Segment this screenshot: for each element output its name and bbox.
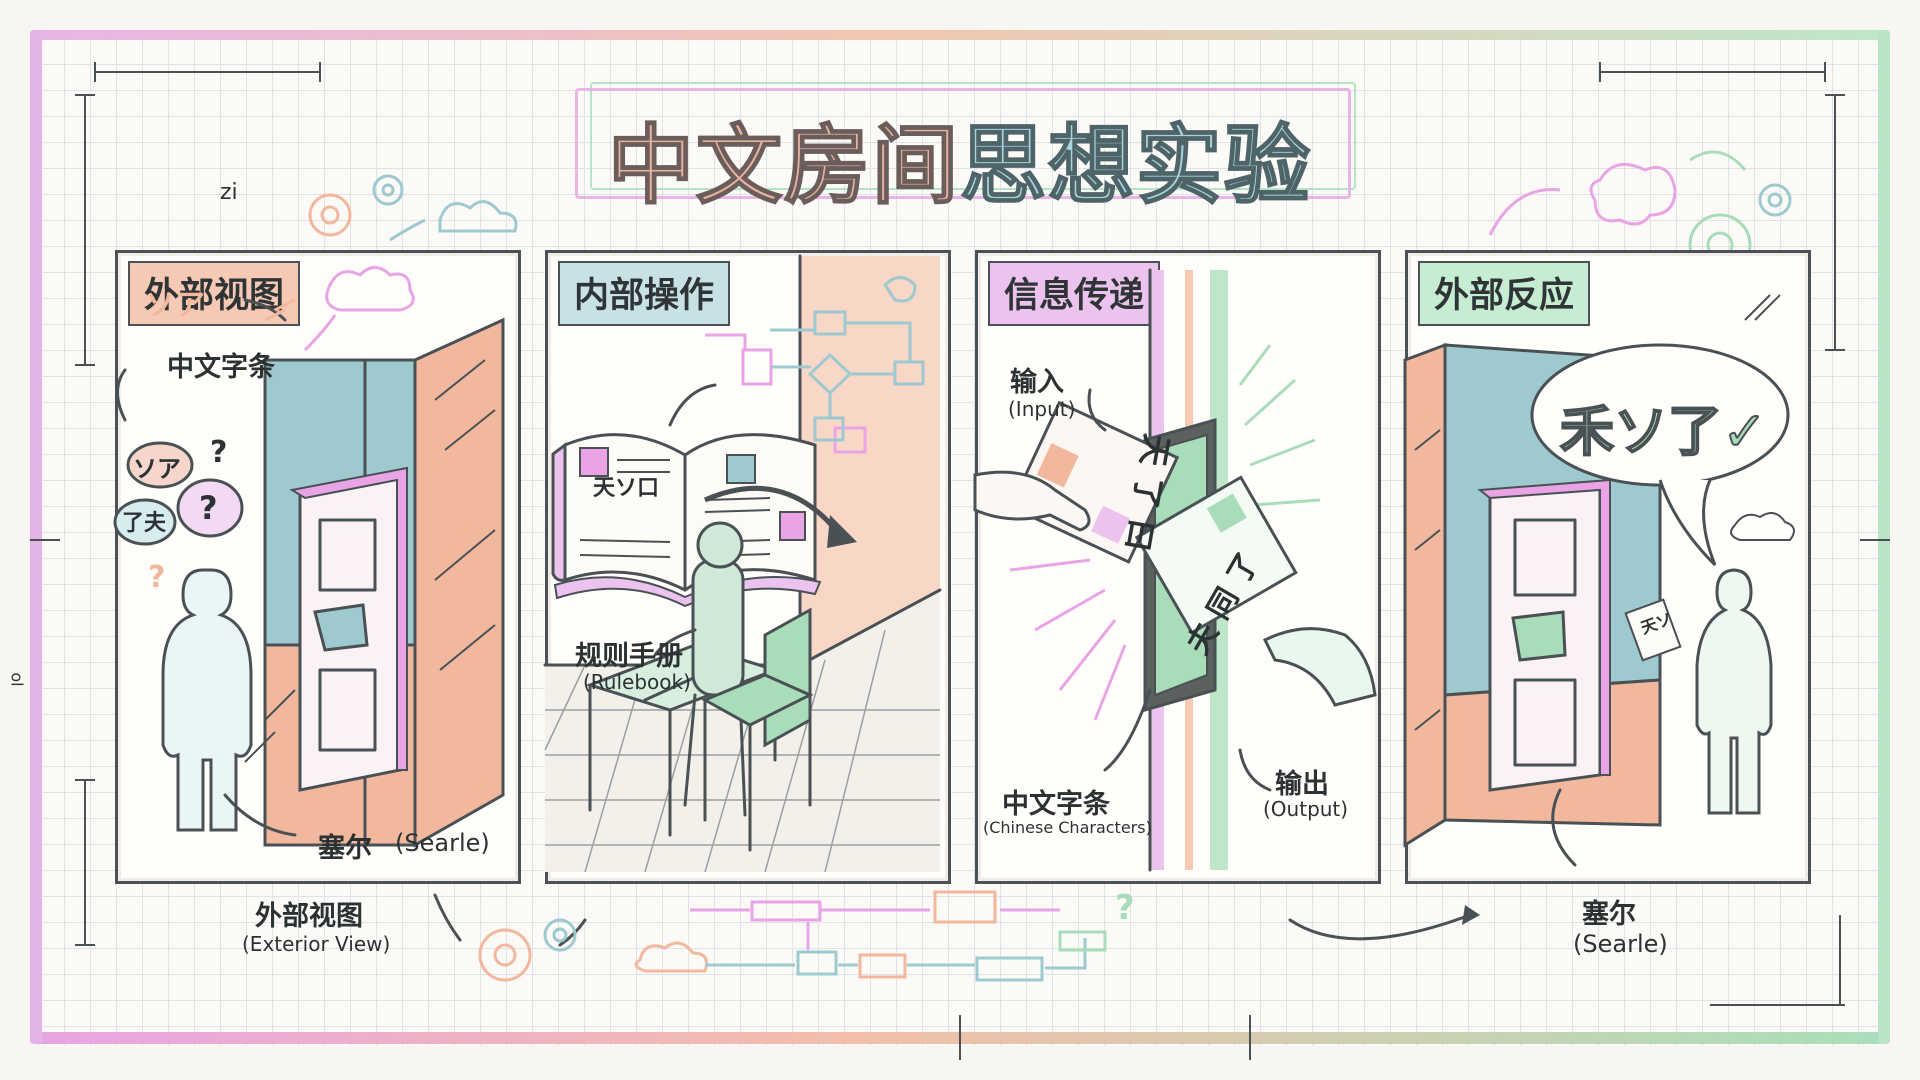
corner-mark: zi <box>220 180 238 205</box>
panel-4-speech: 禾ソ了✓ <box>1559 399 1768 464</box>
page-title: 中文房间思想实验 <box>585 95 1335 217</box>
title-part-1: 中文房间 <box>607 115 960 217</box>
frame-right-border <box>1878 30 1890 1044</box>
panel-2-book-glyphs: 天ソ口 <box>593 476 660 501</box>
title-frame-mint <box>590 82 1356 190</box>
panel-3-output-zh: 输出 <box>1275 769 1329 800</box>
panel-4-label: 外部反应 <box>1418 261 1591 326</box>
bottom-flow-decoration <box>433 890 1480 982</box>
panel-1-label: 外部视图 <box>128 261 301 326</box>
panel-1-glyph-peach: ソア <box>145 288 205 323</box>
panel-3-illustration <box>973 268 1377 872</box>
panel-3-chars-zh: 中文字条 <box>1002 789 1110 820</box>
panel-1-question-mark: ? <box>210 435 228 470</box>
panel-2-book-en: (Rulebook) <box>583 670 691 694</box>
panel-3-label: 信息传递 <box>988 261 1161 326</box>
panel-4-person-en: (Searle) <box>1573 930 1668 958</box>
panel-1-glyph-3: ? <box>199 489 218 527</box>
top-left-decoration <box>308 174 518 242</box>
panel-1-question-peach: ? <box>148 560 166 595</box>
panel-2-label: 内部操作 <box>558 261 731 326</box>
panel-3-output-en: (Output) <box>1263 797 1349 821</box>
panel-1-glyph-1: ソア <box>133 455 181 483</box>
bottom-view-zh: 外部视图 <box>255 901 363 932</box>
frame-top-border <box>30 30 1890 40</box>
panel-3-chars-en: (Chinese Characters) <box>983 818 1152 837</box>
panel-1-person-en: (Searle) <box>395 829 490 857</box>
title-part-2: 思想实验 <box>959 115 1312 217</box>
panel-2-book-zh: 规则手册 <box>575 641 683 672</box>
panel-1-illustration <box>113 266 505 848</box>
panel-4-person-zh: 塞尔 <box>1582 899 1636 930</box>
panel-3-input-zh: 输入 <box>1010 367 1064 398</box>
panel-1-note-label: 中文字条 <box>167 352 275 383</box>
panel-1-glyph-2: 了夫 <box>122 511 167 536</box>
panel-2-illustration <box>543 254 942 873</box>
edge-mark: ol <box>7 672 27 687</box>
bottom-question-mark: ? <box>1115 888 1135 928</box>
bottom-view-en: (Exterior View) <box>242 932 391 956</box>
panel-1-person-zh: 塞尔 <box>318 833 372 864</box>
frame-left-border <box>30 30 42 1044</box>
title-frame-pink <box>575 88 1351 199</box>
panel-3-input-en: (Input) <box>1008 397 1076 421</box>
panel-4-illustration <box>1403 294 1795 867</box>
